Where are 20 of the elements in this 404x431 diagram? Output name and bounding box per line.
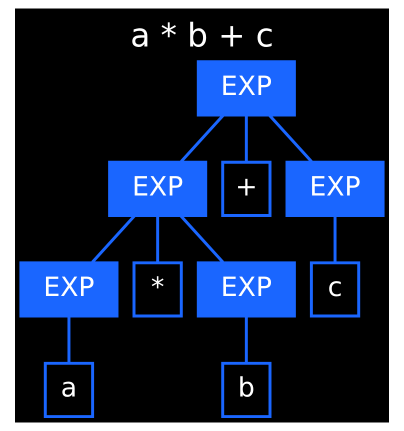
- connector: [180, 114, 224, 163]
- connector: [268, 114, 313, 163]
- connector: [180, 215, 224, 264]
- node-box: EXP: [286, 160, 385, 217]
- diagram-title: a * b + c: [130, 16, 274, 54]
- node-box: *: [132, 261, 183, 318]
- node-box: EXP: [19, 261, 118, 318]
- node-box: b: [221, 362, 272, 418]
- connector: [244, 316, 248, 363]
- connector: [244, 115, 248, 162]
- node-box: c: [310, 261, 360, 318]
- connector: [334, 216, 337, 262]
- connector: [67, 316, 70, 363]
- connector: [91, 215, 136, 264]
- node-box: EXP: [196, 60, 296, 116]
- node-box: +: [221, 160, 272, 217]
- node-box: EXP: [196, 261, 296, 318]
- node-box: EXP: [108, 160, 208, 217]
- node-box: a: [44, 362, 94, 418]
- connector: [156, 216, 160, 262]
